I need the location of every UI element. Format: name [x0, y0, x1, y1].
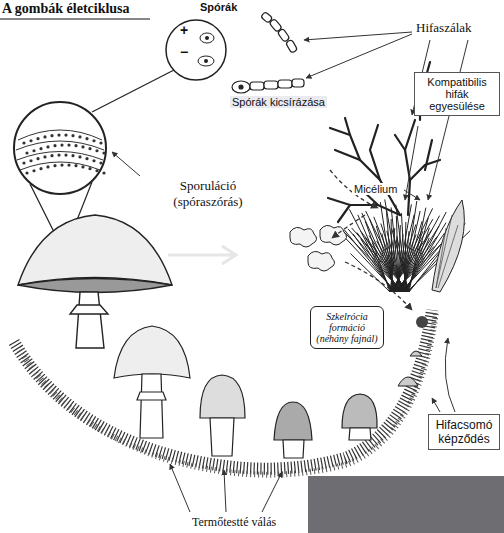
hyphal-fan — [432, 200, 464, 292]
basidium-dot — [39, 147, 42, 150]
magnifier-circle — [14, 102, 106, 194]
basidia-dots — [22, 133, 105, 174]
germinating-spores — [232, 11, 304, 93]
basidium-dot — [95, 149, 98, 152]
fruiting-label: Termőtestté válás — [190, 515, 278, 530]
box-text: Szkelrócia formáció (néhány fajnál) — [314, 311, 380, 344]
title-underline — [0, 18, 150, 19]
basidium-dot — [81, 165, 84, 168]
basidium-dot — [74, 164, 77, 167]
basidium-dot — [57, 153, 60, 156]
basidium-dot — [60, 143, 63, 146]
minus-sign: − — [180, 44, 188, 60]
basidium-dot — [43, 155, 46, 158]
basidium-dot — [50, 134, 53, 137]
box-text: Kompatibilis hifák egyesülése — [418, 76, 496, 112]
basidium-dot — [67, 143, 70, 146]
box-text: Hifacsomó képződés — [432, 418, 496, 446]
basidium-dot — [102, 171, 105, 174]
basidium-dot — [60, 163, 63, 166]
mycelium-strand — [376, 226, 396, 292]
germination-label: Spórák kicsírázása — [230, 96, 327, 108]
diagram-title: A gombák életciklusa — [2, 1, 130, 17]
basidium-dot — [22, 161, 25, 164]
mycelium-mass — [335, 199, 470, 292]
grey-block — [308, 476, 504, 533]
basidium-dot — [64, 133, 67, 136]
basidium-dot — [67, 163, 70, 166]
basidium-dot — [53, 164, 56, 167]
basidium-dot — [64, 153, 67, 156]
faint-arrow — [168, 246, 236, 264]
basidium-dot — [29, 139, 32, 142]
basidium-dot — [22, 141, 25, 144]
basidium-dot — [71, 134, 74, 137]
spore-circle — [166, 20, 226, 80]
basidium-dot — [32, 169, 35, 172]
hyphae-label: Hifaszálak — [414, 20, 474, 36]
mushroom-mature — [18, 215, 172, 348]
basidium-dot — [25, 171, 28, 174]
spore-nucleus — [205, 36, 209, 40]
basidium-dot — [102, 151, 105, 154]
zoom-line — [92, 70, 174, 112]
dashed-arrow — [345, 262, 412, 310]
mushroom-young — [274, 402, 312, 458]
basidium-dot — [46, 165, 49, 168]
basidium-dot — [78, 135, 81, 138]
basidium-dot — [99, 141, 102, 144]
mycelium-label: Micélium — [352, 183, 399, 195]
basidium-dot — [46, 145, 49, 148]
basidium-dot — [29, 159, 32, 162]
mushroom-elongating — [200, 375, 245, 456]
knot-box: Hifacsomó képződés — [428, 414, 500, 450]
hyphal-knot — [416, 316, 428, 328]
basidium-dot — [53, 144, 56, 147]
basidium-dot — [81, 145, 84, 148]
dashed-arrow — [332, 215, 365, 238]
basidium-dot — [95, 169, 98, 172]
mushroom-button — [342, 394, 377, 440]
basidium-dot — [36, 137, 39, 140]
basidium-dot — [92, 159, 95, 162]
fusion-box: Kompatibilis hifák egyesülése — [414, 72, 500, 116]
fan-lines — [436, 215, 458, 288]
spores-label: Spórák — [198, 1, 239, 13]
basidium-dot — [99, 161, 102, 164]
mushroom-bumps — [398, 351, 422, 386]
basidium-dot — [39, 167, 42, 170]
mushroom-bell — [114, 326, 190, 438]
spore-cell — [200, 33, 214, 43]
basidium-dot — [32, 149, 35, 152]
basidium-dot — [88, 167, 91, 170]
basidium-dot — [71, 154, 74, 157]
basidium-dot — [78, 155, 81, 158]
basidium-dot — [85, 157, 88, 160]
plus-sign: + — [180, 22, 188, 38]
gill-detail — [16, 130, 104, 170]
basidium-dot — [85, 137, 88, 140]
basidium-dot — [74, 144, 77, 147]
basidium-dot — [57, 133, 60, 136]
basidium-dot — [25, 151, 28, 154]
spore-cell — [198, 56, 214, 66]
basidium-dot — [88, 147, 91, 150]
basidium-dot — [36, 157, 39, 160]
spore-nucleus — [204, 59, 208, 63]
sporulation-label: Sporuláció (spóraszórás) — [158, 178, 258, 210]
basidium-dot — [92, 139, 95, 142]
basidium-dot — [50, 154, 53, 157]
sclerotia-box: Szkelrócia formáció (néhány fajnál) — [310, 306, 384, 349]
sclerotia — [290, 225, 347, 271]
basidium-dot — [43, 135, 46, 138]
